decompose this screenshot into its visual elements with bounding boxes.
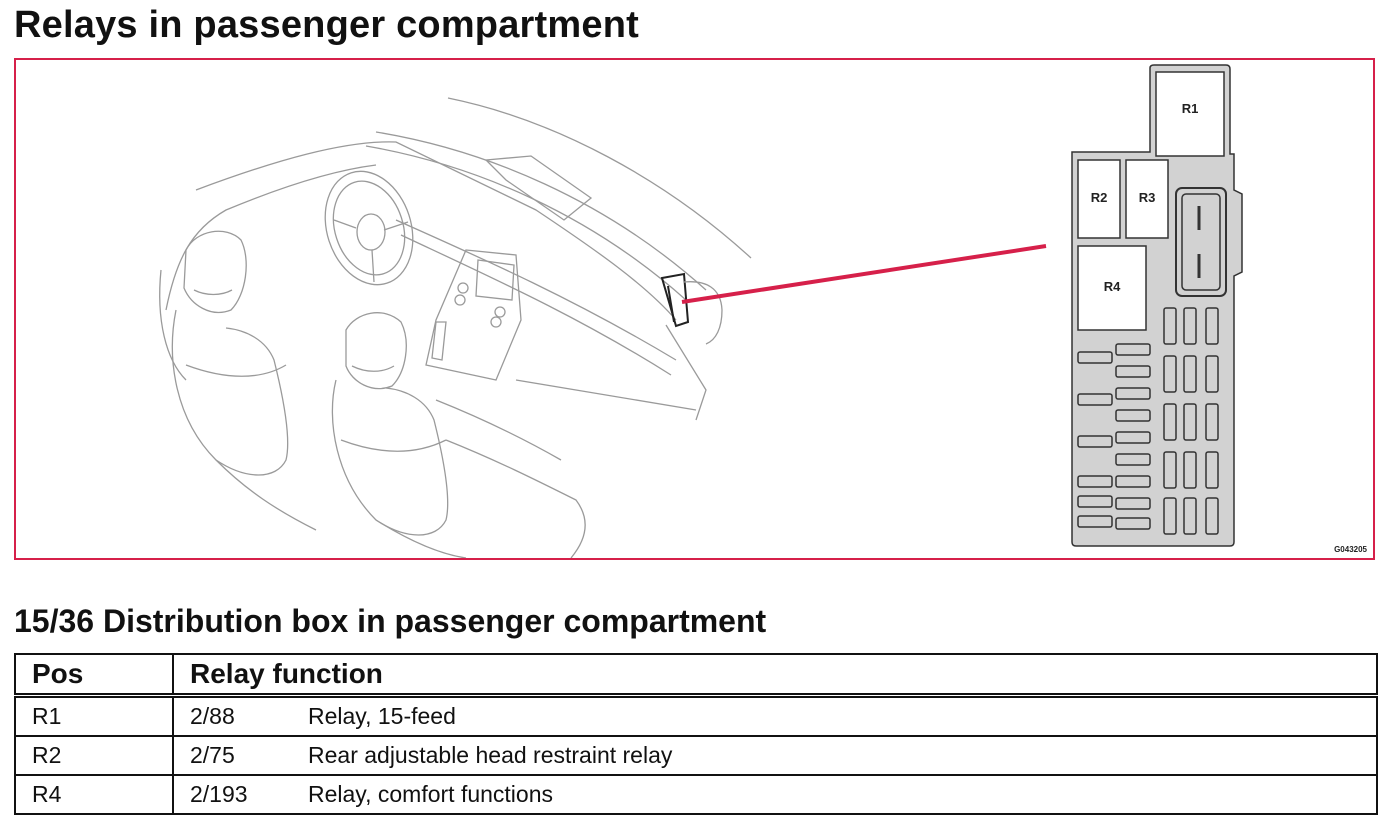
relay-r4 xyxy=(1077,245,1147,331)
relay-code: 2/193 xyxy=(190,781,248,807)
pointer-line xyxy=(681,244,1047,304)
relay-table: Pos Relay function R1 2/88 Relay, 15-feed… xyxy=(14,653,1378,815)
relay-label-r4: R4 xyxy=(1104,279,1121,294)
cell-pos: R4 xyxy=(14,774,174,815)
column-header-relay-function: Relay function xyxy=(172,653,1378,698)
table-header-row: Pos Relay function xyxy=(14,653,1378,698)
cell-relay-function: 2/75 Rear adjustable head restraint relay xyxy=(172,735,1378,776)
relay-label-r1: R1 xyxy=(1182,101,1199,116)
table-row: R1 2/88 Relay, 15-feed xyxy=(14,694,1378,737)
relay-code: 2/75 xyxy=(190,742,235,768)
relay-code: 2/88 xyxy=(190,703,235,729)
cell-relay-function: 2/88 Relay, 15-feed xyxy=(172,694,1378,737)
relay-function-text: Relay, 15-feed xyxy=(308,703,456,729)
distribution-box xyxy=(1071,64,1243,547)
relay-r1 xyxy=(1155,71,1225,157)
illustration: R1 R2 R3 R4 xyxy=(159,64,1243,558)
table-row: R2 2/75 Rear adjustable head restraint re… xyxy=(14,735,1378,776)
figure-code: G043205 xyxy=(1334,545,1367,554)
car-interior-drawing xyxy=(159,97,752,558)
relay-function-text: Relay, comfort functions xyxy=(308,781,554,807)
relay-label-r3: R3 xyxy=(1139,190,1156,205)
cell-pos: R1 xyxy=(14,694,174,737)
relay-label-r2: R2 xyxy=(1091,190,1108,205)
column-header-pos: Pos xyxy=(14,653,174,698)
relay-r3 xyxy=(1125,159,1169,239)
relay-location-figure: R1 R2 R3 R4 G043205 xyxy=(14,58,1375,560)
cell-pos: R2 xyxy=(14,735,174,776)
cell-relay-function: 2/193 Relay, comfort functions xyxy=(172,774,1378,815)
relay-function-text: Rear adjustable head restraint relay xyxy=(308,742,673,768)
table-row: R4 2/193 Relay, comfort functions xyxy=(14,774,1378,815)
relay-r2 xyxy=(1077,159,1121,239)
page-title: Relays in passenger compartment xyxy=(14,4,639,46)
section-title: 15/36 Distribution box in passenger comp… xyxy=(14,603,767,639)
